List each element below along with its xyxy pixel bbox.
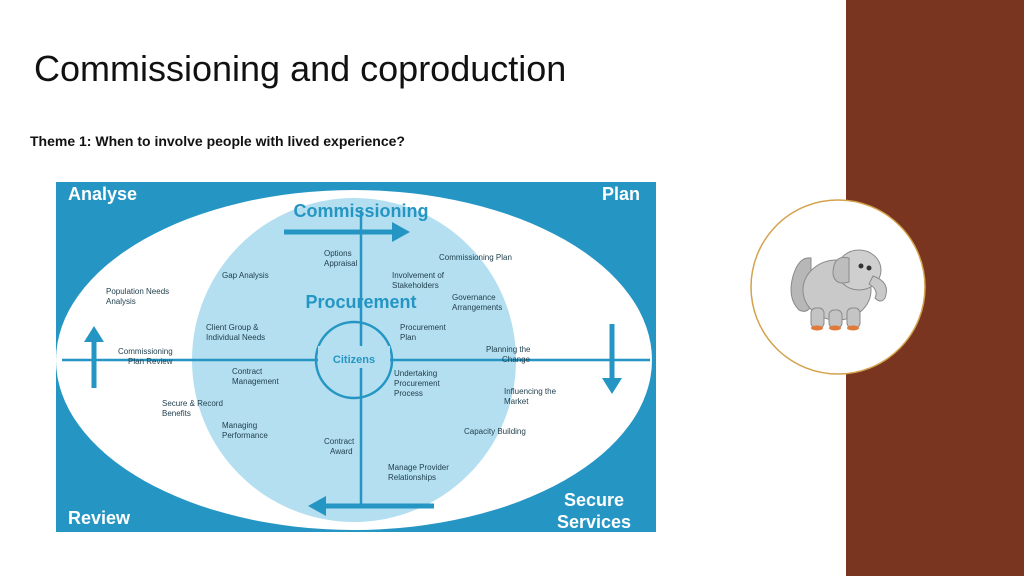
label-commissioning-review-1: Commissioning — [118, 347, 173, 356]
label-planning-change-1: Planning the — [486, 345, 531, 354]
corner-plan: Plan — [602, 184, 640, 204]
label-undertaking-1: Undertaking — [394, 369, 437, 378]
slide-title: Commissioning and coproduction — [34, 48, 567, 89]
label-secure-record-1: Secure & Record — [162, 399, 223, 408]
label-procurement-plan-1: Procurement — [400, 323, 447, 332]
label-options-appraisal-1: Options — [324, 249, 352, 258]
slide-subtitle: Theme 1: When to involve people with liv… — [30, 133, 405, 149]
arrow-up-icon — [84, 326, 104, 342]
label-influencing-2: Market — [504, 397, 529, 406]
label-options-appraisal-2: Appraisal — [324, 259, 358, 268]
label-manage-provider-2: Relationships — [388, 473, 436, 482]
label-contract-management-2: Management — [232, 377, 279, 386]
label-influencing-1: Influencing the — [504, 387, 557, 396]
label-planning-change-2: Change — [502, 355, 531, 364]
label-population-1: Population Needs — [106, 287, 169, 296]
label-commissioning-plan: Commissioning Plan — [439, 253, 512, 262]
corner-services: Services — [557, 512, 631, 532]
label-client-group-1: Client Group & — [206, 323, 259, 332]
label-undertaking-2: Procurement — [394, 379, 441, 388]
label-commissioning-review-2: Plan Review — [128, 357, 173, 366]
procurement-heading: Procurement — [305, 292, 416, 312]
citizens-label: Citizens — [333, 354, 375, 366]
label-capacity-building: Capacity Building — [464, 427, 526, 436]
label-involvement-1: Involvement of — [392, 271, 445, 280]
arrow-down-icon — [602, 378, 622, 394]
elephant-mascot — [750, 199, 926, 375]
commissioning-heading: Commissioning — [293, 201, 428, 221]
elephant-icon — [790, 249, 887, 331]
label-governance-1: Governance — [452, 293, 496, 302]
label-contract-award-2: Award — [330, 447, 353, 456]
label-contract-award-1: Contract — [324, 437, 355, 446]
corner-secure: Secure — [564, 490, 624, 510]
arrow-right-icon — [392, 222, 410, 242]
label-contract-management-1: Contract — [232, 367, 263, 376]
label-managing-performance-1: Managing — [222, 421, 257, 430]
label-population-2: Analysis — [106, 297, 136, 306]
label-involvement-2: Stakeholders — [392, 281, 439, 290]
label-managing-performance-2: Performance — [222, 431, 268, 440]
label-secure-record-2: Benefits — [162, 409, 191, 418]
citizens-cycle-icon — [314, 320, 394, 400]
commissioning-cycle-diagram: Analyse Plan Review Secure Services Comm… — [56, 182, 656, 532]
label-gap-analysis: Gap Analysis — [222, 271, 269, 280]
label-manage-provider-1: Manage Provider — [388, 463, 449, 472]
corner-review: Review — [68, 508, 131, 528]
corner-analyse: Analyse — [68, 184, 137, 204]
label-procurement-plan-2: Plan — [400, 333, 416, 342]
label-governance-2: Arrangements — [452, 303, 502, 312]
label-undertaking-3: Process — [394, 389, 423, 398]
arrow-left-icon — [308, 496, 326, 516]
label-client-group-2: Individual Needs — [206, 333, 265, 342]
